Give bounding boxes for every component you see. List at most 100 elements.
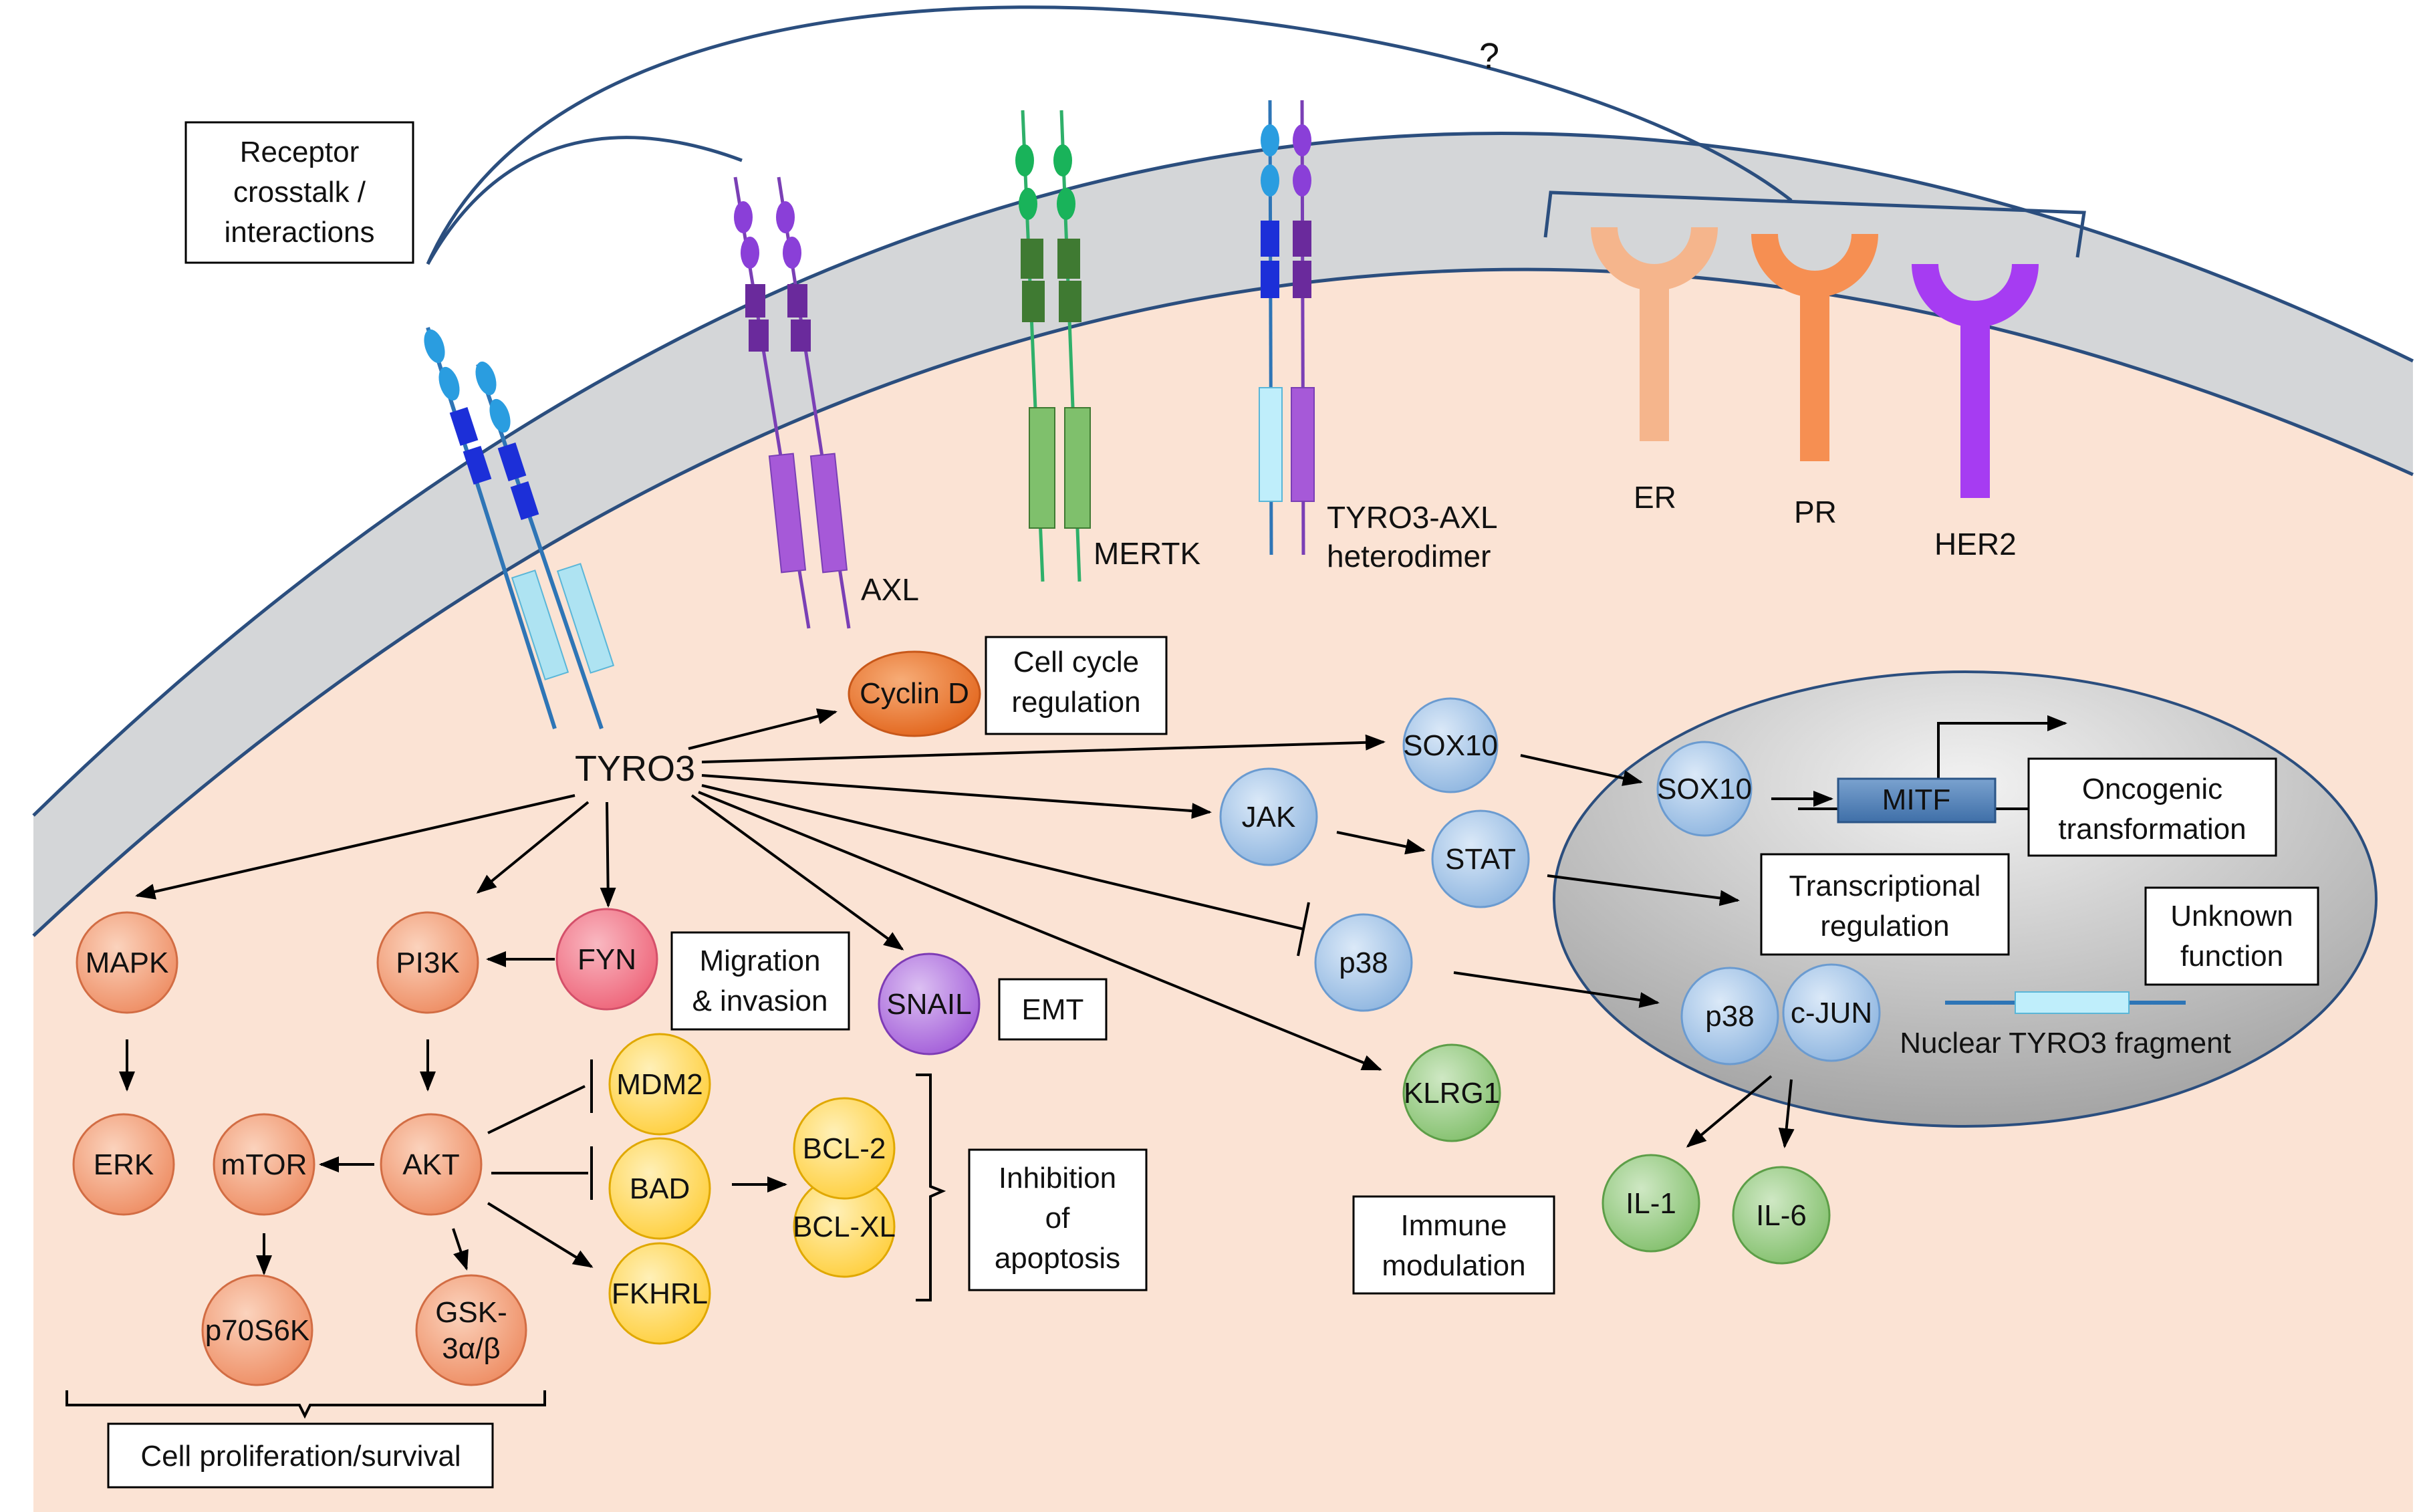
node-erk-label: ERK xyxy=(94,1148,154,1181)
node-gsk[interactable]: GSK- 3α/β xyxy=(415,1274,527,1386)
pr-label: PR xyxy=(1794,495,1837,529)
node-jak-label: JAK xyxy=(1242,801,1296,834)
node-gsk-label-2: 3α/β xyxy=(442,1332,500,1365)
crosstalk-line-2: crosstalk / xyxy=(233,176,366,209)
node-pi3k-label: PI3K xyxy=(396,947,459,979)
node-sox10-nuc[interactable]: SOX10 xyxy=(1656,741,1753,837)
proliferation-bracket xyxy=(66,1390,546,1419)
tyro3-label: TYRO3 xyxy=(575,749,695,789)
node-fyn[interactable]: FYN xyxy=(555,908,658,1011)
arrow-p38nuc-il1 xyxy=(1686,1075,1773,1148)
box-cell-cycle: Cell cycle regulation xyxy=(985,636,1168,735)
arrow-tyro3-cyclind xyxy=(688,708,838,750)
node-il1-label: IL-1 xyxy=(1626,1187,1676,1220)
node-p38-cyto-label: p38 xyxy=(1339,947,1388,979)
membrane-outer-edge xyxy=(32,132,2414,817)
box-immune: Immune modulation xyxy=(1352,1195,1555,1295)
node-klrg1[interactable]: KLRG1 xyxy=(1402,1043,1501,1142)
node-fkhrl[interactable]: FKHRL xyxy=(608,1242,711,1345)
node-mtor[interactable]: mTOR xyxy=(213,1113,315,1216)
box-transcriptional-line-2: regulation xyxy=(1820,910,1949,942)
inhibit-tyro3-p38 xyxy=(701,784,1304,930)
node-sox10-nuc-label: SOX10 xyxy=(1657,773,1752,805)
box-emt: EMT xyxy=(998,978,1108,1041)
node-p70s6k-label: p70S6K xyxy=(205,1314,310,1347)
arrow-tyro3-sox10 xyxy=(701,734,1386,763)
crosstalk-arc-her2 xyxy=(426,5,1793,265)
crosstalk-box: Receptor crosstalk / interactions xyxy=(184,121,414,264)
node-mdm2[interactable]: MDM2 xyxy=(608,1033,711,1136)
arrows xyxy=(119,708,2067,1275)
node-mitf[interactable]: MITF xyxy=(1837,777,1997,824)
node-mapk[interactable]: MAPK xyxy=(76,911,178,1014)
box-emt-label: EMT xyxy=(1022,993,1084,1026)
box-unknown-line-2: function xyxy=(2180,940,2283,973)
box-cell-cycle-line-1: Cell cycle xyxy=(1013,646,1139,678)
node-p38-cyto[interactable]: p38 xyxy=(1314,913,1413,1012)
node-cyclin-d[interactable]: Cyclin D xyxy=(848,650,981,737)
arrow-sox10-sox10nuc xyxy=(1520,754,1643,786)
box-migration-line-2: & invasion xyxy=(692,985,827,1017)
arrow-tyro3-snail xyxy=(690,794,904,951)
her2-receptor xyxy=(1912,264,2039,498)
node-p38-nuc[interactable]: p38 xyxy=(1680,967,1779,1065)
mertk-receptor xyxy=(1015,110,1091,582)
node-il6[interactable]: IL-6 xyxy=(1732,1166,1831,1265)
node-mitf-label: MITF xyxy=(1882,783,1951,816)
box-inhibition-line-3: apoptosis xyxy=(995,1242,1120,1275)
crosstalk-line-3: interactions xyxy=(224,216,374,249)
node-sox10-cyto-label: SOX10 xyxy=(1403,729,1498,762)
mertk-label: MERTK xyxy=(1094,536,1200,571)
node-bad-label: BAD xyxy=(630,1172,690,1205)
box-inhibition-line-2: of xyxy=(1045,1202,1070,1235)
nuclear-fragment-label: Nuclear TYRO3 fragment xyxy=(1900,1027,2231,1059)
box-oncogenic: Oncogenic transformation xyxy=(2027,757,2277,857)
node-gsk-label-1: GSK- xyxy=(435,1296,507,1329)
box-oncogenic-line-2: transformation xyxy=(2058,813,2246,846)
node-pi3k[interactable]: PI3K xyxy=(376,911,479,1014)
axl-label: AXL xyxy=(861,572,919,607)
node-snail-label: SNAIL xyxy=(886,988,971,1021)
node-klrg1-label: KLRG1 xyxy=(1404,1077,1500,1110)
arrow-tyro3-jak xyxy=(701,774,1212,820)
her2-label: HER2 xyxy=(1934,527,2017,561)
node-fyn-label: FYN xyxy=(578,943,636,976)
crosstalk-arc-axl xyxy=(426,136,743,265)
heterodimer-label-2: heterodimer xyxy=(1327,539,1491,574)
arrow-jak-stat xyxy=(1336,831,1426,855)
node-jak[interactable]: JAK xyxy=(1219,767,1318,866)
node-bcl2-label: BCL-2 xyxy=(803,1132,886,1165)
node-cyclin-d-label: Cyclin D xyxy=(860,677,969,710)
node-sox10-cyto[interactable]: SOX10 xyxy=(1402,697,1499,793)
node-cjun[interactable]: c-JUN xyxy=(1782,963,1881,1062)
membrane-inner-edge xyxy=(32,267,2414,937)
node-erk[interactable]: ERK xyxy=(72,1113,175,1216)
question-mark: ? xyxy=(1479,36,1499,76)
node-bclxl[interactable]: BCL-XL xyxy=(793,1175,896,1278)
node-snail[interactable]: SNAIL xyxy=(878,953,981,1055)
node-bad[interactable]: BAD xyxy=(608,1137,711,1240)
node-il1[interactable]: IL-1 xyxy=(1602,1154,1700,1253)
node-il6-label: IL-6 xyxy=(1756,1199,1807,1232)
arrow-tyro3-pi3k xyxy=(476,801,590,894)
crosstalk-line-1: Receptor xyxy=(240,136,360,168)
arrow-stat-transcriptional xyxy=(1547,874,1740,906)
node-p70s6k[interactable]: p70S6K xyxy=(201,1274,313,1386)
arrow-tyro3-mapk xyxy=(135,794,575,900)
pr-receptor xyxy=(1751,234,1878,461)
arrow-p38-p38nuc xyxy=(1453,971,1660,1008)
tyro3-receptor xyxy=(424,327,615,729)
node-stat[interactable]: STAT xyxy=(1431,809,1530,908)
node-akt[interactable]: AKT xyxy=(380,1113,483,1216)
node-p38-nuc-label: p38 xyxy=(1705,1000,1754,1033)
arrow-p38nuc-il6 xyxy=(1778,1079,1795,1148)
crosstalk-arcs xyxy=(426,5,2086,265)
box-inhibition-line-1: Inhibition xyxy=(999,1162,1116,1194)
node-stat-label: STAT xyxy=(1445,843,1516,876)
apoptosis-bracket xyxy=(916,1074,946,1301)
box-inhibition: Inhibition of apoptosis xyxy=(968,1148,1148,1291)
node-bcl2[interactable]: BCL-2 xyxy=(793,1097,896,1200)
crosstalk-bracket xyxy=(1543,191,2086,258)
arrow-akt-gsk xyxy=(452,1228,469,1271)
node-fkhrl-label: FKHRL xyxy=(612,1277,708,1310)
